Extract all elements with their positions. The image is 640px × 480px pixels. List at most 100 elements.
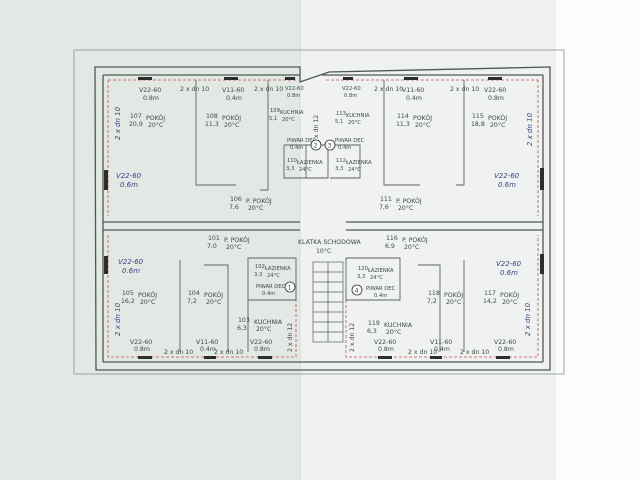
- room-area-118: 7,2: [427, 298, 437, 305]
- room-number-119: 119: [368, 320, 380, 327]
- room-area-115: 18,8: [471, 121, 485, 128]
- room-number-102: 102: [255, 264, 265, 270]
- pipe-label-mid-left: 2 x dn 12: [287, 323, 294, 352]
- pipe-label-right-bottom: 2 x dn 10: [524, 302, 532, 336]
- room-temp-101: 20°C: [226, 243, 241, 251]
- stair-temp: 10°C: [316, 247, 331, 255]
- pipe-label-top-4: 2 x dn 10: [450, 86, 479, 93]
- room-name-110: ŁAZIENKA: [296, 160, 323, 166]
- room-number-117: 117: [484, 290, 496, 297]
- room-area-113: 5,1: [335, 119, 343, 125]
- boiler-size-1: 0.4m: [262, 291, 275, 297]
- marker-2: 2: [314, 143, 318, 150]
- room-area-111: 7,6: [379, 204, 389, 211]
- room-name-109: KUCHNIA: [280, 110, 304, 116]
- rad-label-113: V22-60: [342, 86, 361, 92]
- room-name-107: POKÓJ: [146, 113, 165, 122]
- room-name-115: POKÓJ: [488, 113, 507, 122]
- rad-size-113: 0.8m: [344, 93, 357, 99]
- rad-label-114: V11-60: [402, 87, 424, 94]
- rad-size-104: 0.4m: [200, 346, 216, 353]
- room-number-103: 103: [238, 317, 250, 324]
- room-name-117: POKÓJ: [500, 290, 519, 299]
- boiler-size-4: 0.4m: [374, 293, 387, 299]
- room-number-116: 116: [386, 235, 398, 242]
- room-number-114: 114: [397, 113, 409, 120]
- room-number-115: 115: [472, 113, 484, 120]
- room-name-103: KUCHNIA: [254, 319, 283, 326]
- stair-label: KLATKA SCHODOWA: [298, 239, 362, 246]
- room-area-120: 3,3: [357, 274, 365, 280]
- room-temp-105: 20°C: [140, 298, 155, 306]
- room-area-102: 3,3: [254, 272, 262, 278]
- room-number-108: 108: [206, 113, 218, 120]
- room-name-118: POKÓJ: [444, 290, 463, 299]
- room-number-107: 107: [130, 113, 142, 120]
- room-temp-106: 20°C: [248, 204, 263, 212]
- rad-label-107: V22-60: [139, 87, 161, 94]
- pipe-label-bottom-1: 2 x dn 10: [164, 349, 193, 356]
- rad-label-115-side: V22-60: [494, 172, 520, 180]
- room-area-117: 14,2: [483, 298, 497, 305]
- background-wall: [556, 0, 640, 480]
- rad-label-118: V11-60: [430, 339, 452, 346]
- room-area-114: 11,3: [396, 121, 410, 128]
- rad-label-117: V22-60: [494, 339, 516, 346]
- rad-label-105: V22-60: [130, 339, 152, 346]
- room-name-102: ŁAZIENKA: [264, 266, 291, 272]
- rad-label-115: V22-60: [484, 87, 506, 94]
- room-area-109: 5,1: [269, 116, 277, 122]
- room-number-110: 110: [287, 158, 297, 164]
- rad-size-115-side: 0.6m: [498, 181, 516, 189]
- rad-size-115: 0.8m: [488, 95, 504, 102]
- room-name-112: ŁAZIENKA: [345, 160, 372, 166]
- room-temp-116: 20°C: [404, 243, 419, 251]
- room-temp-102: 24°C: [267, 273, 280, 279]
- pipe-label-mid-top: 2 x dn 12: [313, 115, 320, 144]
- room-number-104: 104: [188, 290, 200, 297]
- room-name-120: ŁAZIENKA: [367, 268, 394, 274]
- room-area-112: 3,3: [335, 166, 343, 172]
- room-area-119: 6,3: [367, 328, 377, 335]
- rad-size-117: 0.8m: [498, 346, 514, 353]
- rad-size-105-side: 0.6m: [122, 267, 140, 275]
- room-temp-103: 20°C: [256, 325, 271, 333]
- pipe-label-left-bottom: 2 x dn 10: [114, 302, 122, 336]
- room-labels: 10720,9POKÓJ20°C10811,3POKÓJ20°C1095,1KU…: [121, 108, 519, 336]
- staircase: [312, 261, 344, 343]
- room-area-107: 20,9: [129, 121, 143, 128]
- room-area-104: 7,2: [187, 298, 197, 305]
- room-name-119: KUCHNIA: [384, 322, 413, 329]
- rad-label-103: V22-60: [250, 339, 272, 346]
- marker-circle-1: [284, 281, 296, 293]
- rad-size-108: 0.4m: [226, 95, 242, 102]
- marker-circle-3: [324, 139, 336, 151]
- room-temp-120: 24°C: [370, 275, 383, 281]
- rad-label-108: V11-60: [222, 87, 244, 94]
- boiler-label-3: PIWAR DEC: [335, 138, 365, 144]
- room-area-110: 3,3: [286, 166, 294, 172]
- room-name-111: P. POKÓJ: [396, 196, 422, 205]
- building-walls: [94, 66, 551, 371]
- room-name-101: P. POKÓJ: [224, 235, 250, 244]
- room-temp-113: 20°C: [348, 120, 361, 126]
- room-name-116: P. POKÓJ: [402, 235, 428, 244]
- boiler-label-4: PIWAR DEC: [366, 286, 396, 292]
- pipe-label-bottom-2: 2 x dn 10: [214, 349, 243, 356]
- pipe-label-top-3: 2 x dn 10: [374, 86, 403, 93]
- room-temp-119: 20°C: [386, 328, 401, 336]
- pipe-label-left-top: 2 x dn 10: [114, 106, 122, 140]
- rad-size-103: 0.8m: [254, 346, 270, 353]
- room-number-120: 120: [358, 266, 368, 272]
- rad-label-104: V11-60: [196, 339, 218, 346]
- room-area-108: 11,3: [205, 121, 219, 128]
- rad-label-117-side: V22-60: [496, 260, 522, 268]
- room-number-111: 111: [380, 196, 392, 203]
- radiator-marks: [104, 77, 544, 359]
- room-temp-110: 24°C: [299, 167, 312, 173]
- room-number-113: 113: [336, 111, 346, 117]
- pipe-labels: 2 x dn 10 2 x dn 10 2 x dn 10 2 x dn 10 …: [114, 86, 534, 356]
- pipe-label-mid-right: 2 x dn 12: [349, 323, 356, 352]
- rad-label-109: V22-60: [285, 86, 304, 92]
- room-number-112: 112: [336, 158, 346, 164]
